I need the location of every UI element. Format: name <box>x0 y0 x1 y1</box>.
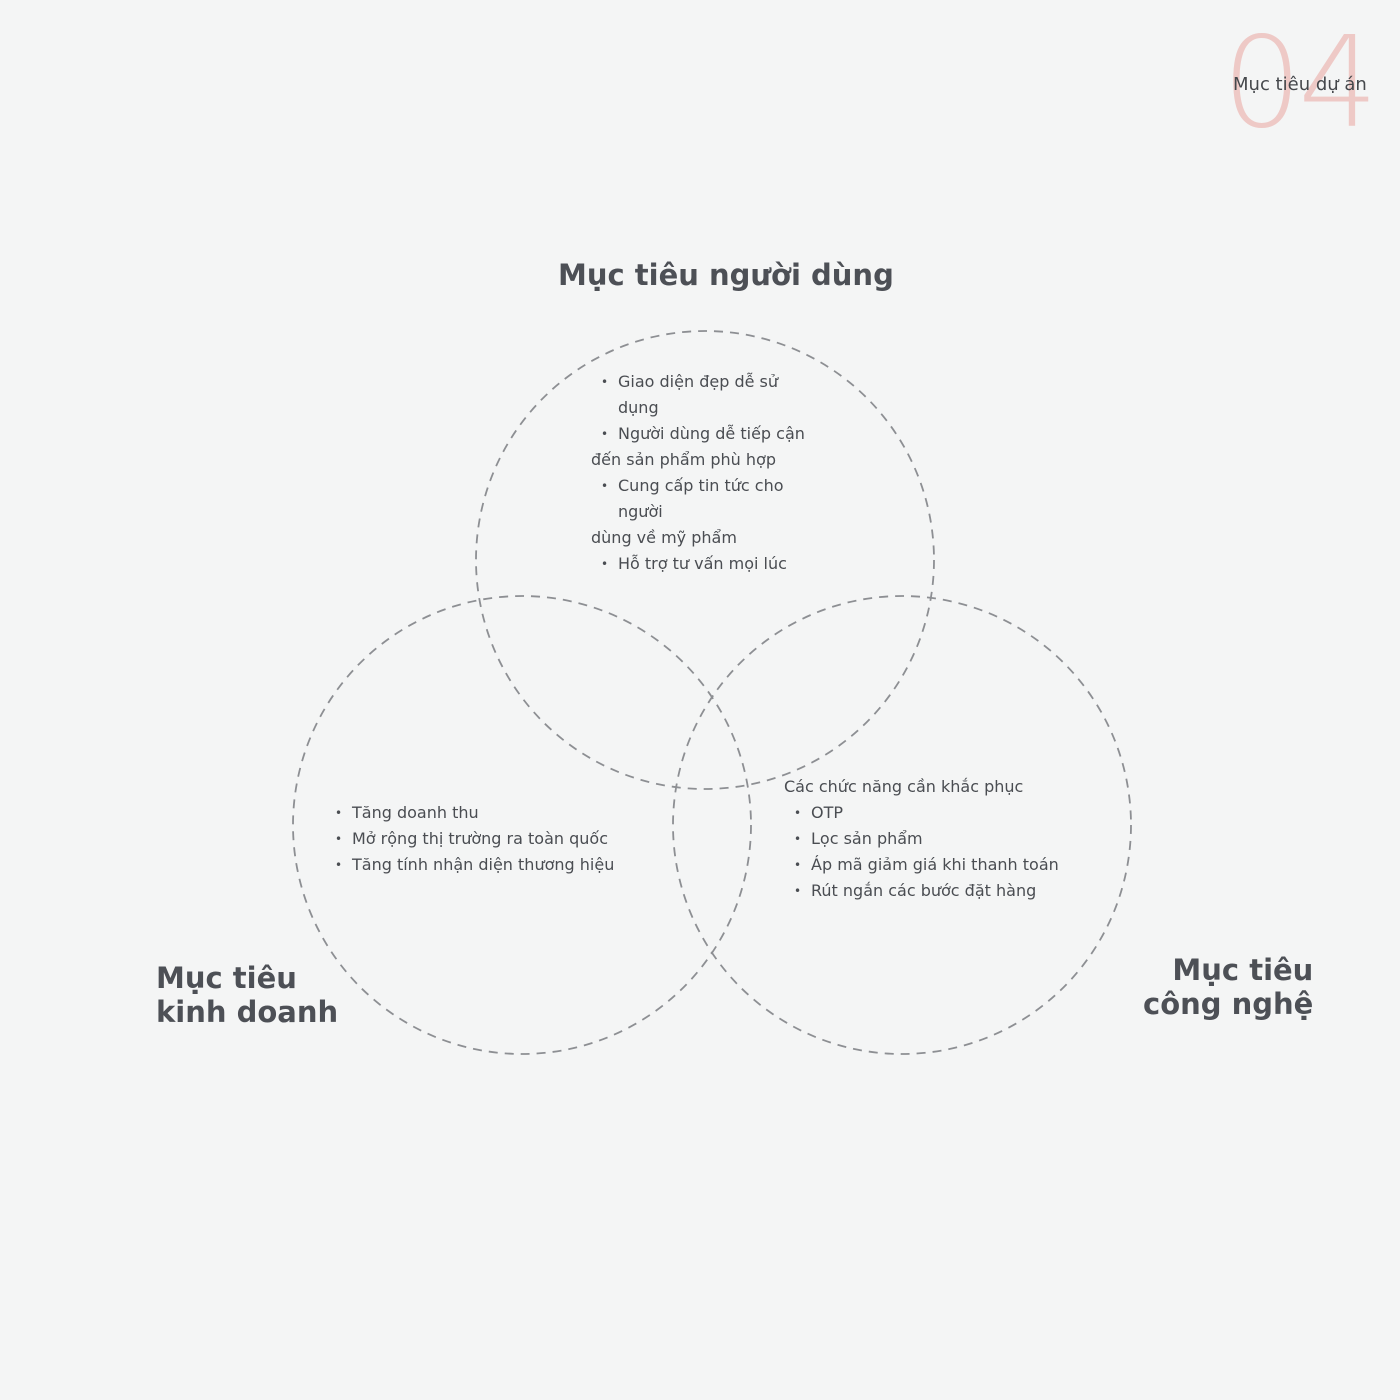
user-goals-list: Giao diện đẹp dễ sử dụng Người dùng dễ t… <box>591 369 805 577</box>
list-item-continuation: người <box>618 502 663 521</box>
user-goals-circle <box>475 330 935 790</box>
business-goals-title-line-1: Mục tiêu <box>156 961 297 995</box>
technology-goals-intro: Các chức năng cần khắc phục <box>784 777 1024 796</box>
list-item-continuation: dụng <box>618 398 659 417</box>
list-item: Hỗ trợ tư vấn mọi lúc <box>591 551 805 577</box>
business-goals-title-line-2: kinh doanh <box>156 995 339 1029</box>
list-item: Tăng tính nhận diện thương hiệu <box>335 852 614 878</box>
list-item-continuation: dùng về mỹ phẩm <box>591 528 737 547</box>
business-goals-title: Mục tiêu kinh doanh <box>156 961 338 1029</box>
technology-goals-title: Mục tiêu công nghệ <box>1143 953 1313 1021</box>
list-item: OTP <box>784 800 1059 826</box>
business-goals-list: Tăng doanh thu Mở rộng thị trường ra toà… <box>335 800 614 878</box>
technology-goals-circle <box>672 595 1132 1055</box>
list-item: Giao diện đẹp dễ sử <box>591 369 805 395</box>
list-item: Tăng doanh thu <box>335 800 614 826</box>
list-item: Cung cấp tin tức cho <box>591 473 805 499</box>
technology-goals-title-line-2: công nghệ <box>1143 987 1314 1021</box>
list-item: Áp mã giảm giá khi thanh toán <box>784 852 1059 878</box>
list-item: Người dùng dễ tiếp cận <box>591 421 805 447</box>
technology-goals-title-line-1: Mục tiêu <box>1172 953 1314 987</box>
business-goals-circle <box>292 595 752 1055</box>
page-number: 04 <box>1222 9 1378 156</box>
technology-goals-list: Các chức năng cần khắc phục OTP Lọc sản … <box>784 774 1059 904</box>
page-label: Mục tiêu dự án <box>1233 74 1367 95</box>
user-goals-title: Mục tiêu người dùng <box>558 258 894 292</box>
list-item: Rút ngắn các bước đặt hàng <box>784 878 1059 904</box>
list-item: Lọc sản phẩm <box>784 826 1059 852</box>
list-item-continuation: đến sản phẩm phù hợp <box>591 450 776 469</box>
list-item: Mở rộng thị trường ra toàn quốc <box>335 826 614 852</box>
